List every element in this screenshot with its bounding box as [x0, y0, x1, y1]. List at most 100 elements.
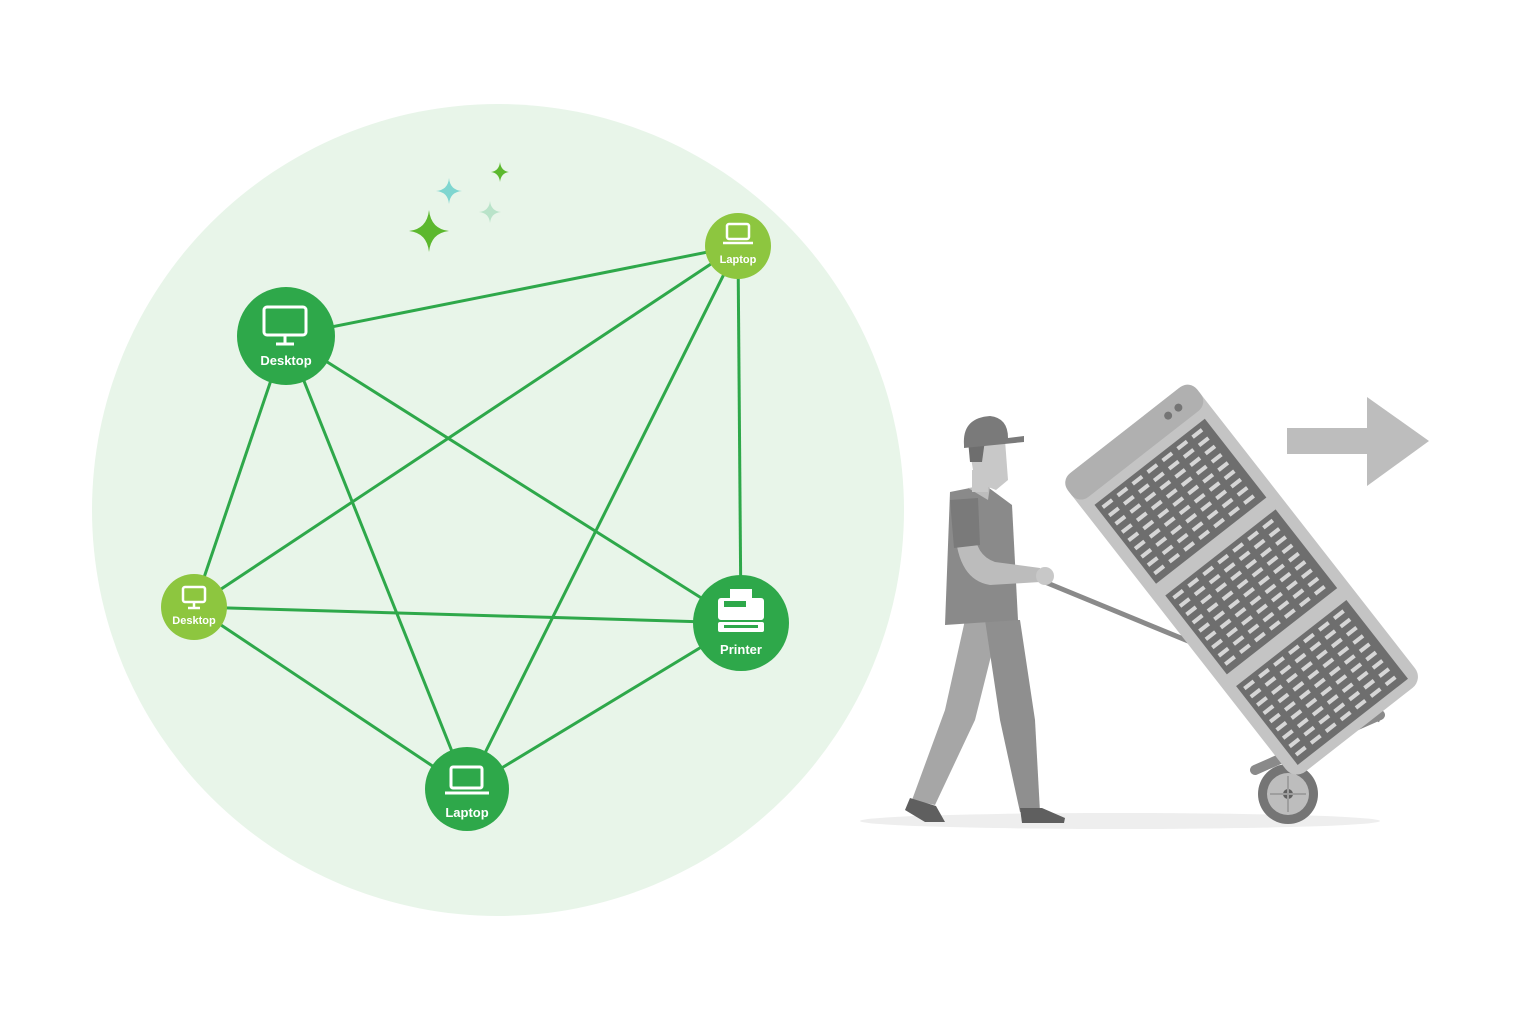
rack-slot: [1345, 625, 1358, 637]
rack-slot: [1330, 637, 1343, 649]
rack-slot: [1122, 494, 1135, 506]
rack-slot: [1273, 656, 1285, 667]
rack-slot: [1283, 701, 1296, 712]
rack-slot: [1127, 531, 1140, 543]
rack-slot: [1371, 659, 1384, 670]
rack-slot: [1318, 714, 1331, 725]
network-link: [193, 605, 468, 791]
rack-slot: [1285, 580, 1298, 591]
rack-slot: [1258, 667, 1271, 679]
rack-slot: [1155, 536, 1168, 547]
rack-slot: [1187, 484, 1200, 496]
rack-slot: [1144, 491, 1157, 503]
rack-slot: [1247, 530, 1260, 542]
rack-slot: [1275, 720, 1288, 732]
rack-slot: [1247, 623, 1260, 635]
rack-slot: [1204, 444, 1217, 456]
ground-shadow: [860, 813, 1380, 829]
rack-slot: [1215, 582, 1228, 593]
rack-slot: [1232, 542, 1245, 553]
rack-slot: [1378, 667, 1391, 678]
rack-slot: [1198, 529, 1211, 541]
rack-slot: [1182, 448, 1195, 459]
rack-units: [1094, 418, 1408, 765]
rack-slot: [1219, 618, 1232, 630]
rack-slot: [1256, 603, 1268, 615]
server-rack: [1065, 384, 1418, 775]
rack-slot: [1206, 509, 1219, 521]
laptop-icon: [723, 222, 753, 245]
laptop-icon: [445, 765, 489, 795]
rack-slot: [1165, 488, 1178, 499]
rack-slot: [1180, 476, 1193, 487]
rack-slot: [1200, 593, 1213, 605]
rack-slot: [1185, 512, 1198, 524]
rack-slot: [1307, 576, 1320, 588]
network-link: [285, 244, 739, 338]
rack-slot: [1191, 521, 1204, 532]
rack-slot: [1298, 596, 1311, 608]
rack-slot: [1270, 591, 1283, 603]
worker-figure: [905, 416, 1065, 823]
rack-slot: [1339, 617, 1352, 629]
rack-slot: [1243, 679, 1256, 691]
rack-slot: [1337, 645, 1350, 657]
rack-slot: [1275, 535, 1287, 546]
rack-slot: [1294, 745, 1307, 757]
rack-slot: [1142, 519, 1155, 531]
network-links: [192, 244, 743, 791]
rack-slot: [1230, 477, 1243, 489]
network-link: [193, 605, 742, 625]
rack-slot: [1221, 497, 1234, 509]
rack-slot: [1230, 570, 1243, 581]
rack-slot: [1332, 609, 1345, 620]
desktop-icon: [262, 305, 308, 346]
rack-slot: [1288, 644, 1300, 656]
rack-slot: [1228, 598, 1241, 610]
desktop-icon: [181, 585, 207, 610]
sparkle-large-icon: [409, 210, 449, 252]
rack-slot: [1251, 567, 1264, 578]
rack-slot: [1322, 657, 1335, 669]
network-link: [466, 621, 742, 791]
rack-slot: [1328, 665, 1341, 677]
rack-slot: [1249, 595, 1262, 606]
network-link: [285, 334, 742, 625]
rack-slot: [1309, 641, 1322, 652]
rack-slot: [1129, 503, 1142, 514]
rack-slot: [1217, 461, 1230, 472]
status-light: [1164, 411, 1173, 420]
rack-slot: [1266, 555, 1279, 566]
rack-slot: [1343, 654, 1356, 665]
rack-slot: [1191, 613, 1204, 625]
node-label: Desktop: [260, 353, 311, 368]
rack-slot: [1294, 560, 1307, 571]
rack-slot: [1170, 524, 1183, 536]
rack-slot: [1296, 717, 1309, 729]
rack-slot: [1290, 709, 1303, 720]
rack-slot: [1213, 610, 1226, 621]
rack-slot: [1152, 471, 1165, 483]
rack-slot: [1268, 712, 1281, 724]
rack-slot: [1234, 606, 1247, 618]
rack-slot: [1226, 626, 1238, 638]
rack-slot: [1193, 492, 1206, 504]
rack-slot: [1243, 586, 1256, 598]
rack-slot: [1363, 679, 1376, 690]
rack-slot: [1159, 479, 1172, 491]
node-desktop-main: Desktop: [237, 287, 335, 385]
rack-slot: [1172, 496, 1185, 507]
rack-slot: [1146, 556, 1159, 567]
rack-slot: [1277, 600, 1290, 611]
rack-slot: [1211, 638, 1224, 650]
rack-slot: [1311, 705, 1324, 717]
rack-slot: [1313, 584, 1326, 596]
rack-slot: [1341, 682, 1354, 694]
rack-slot: [1300, 568, 1313, 579]
rack-slot: [1176, 532, 1189, 544]
rack-slot: [1307, 669, 1320, 680]
rack-slot: [1317, 621, 1330, 632]
rack-slot: [1206, 602, 1219, 613]
rack-slot: [1354, 699, 1367, 710]
